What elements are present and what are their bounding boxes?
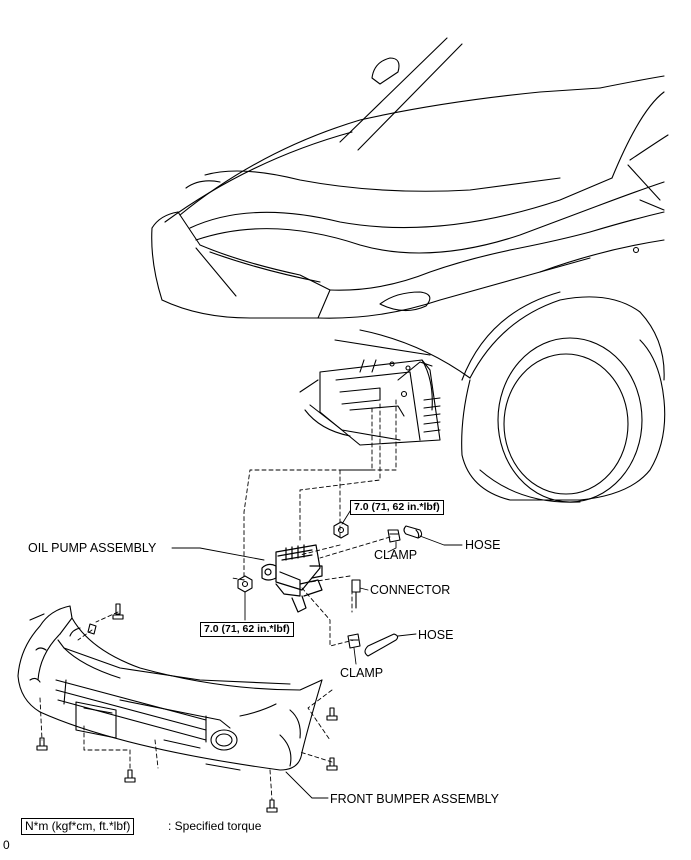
torque-lower: 7.0 (71, 62 in.*lbf) <box>200 622 294 637</box>
connector-label: CONNECTOR <box>370 583 451 597</box>
figure-id: 0 <box>3 838 10 852</box>
front-wheel <box>461 337 666 503</box>
connector-part <box>351 579 361 609</box>
clamp-upper-part <box>387 529 401 543</box>
underbody-bracket <box>299 359 441 446</box>
front-bumper <box>17 605 323 771</box>
bumper-fasteners <box>36 603 338 813</box>
torque-upper: 7.0 (71, 62 in.*lbf) <box>350 500 444 515</box>
legend-unit-box: N*m (kgf*cm, ft.*lbf) <box>21 818 135 835</box>
clamp-lower-part <box>347 633 361 649</box>
clamp-upper-label: CLAMP <box>374 548 418 562</box>
nut-upper <box>333 521 349 539</box>
leader-lines <box>171 507 463 799</box>
hose-lower-label: HOSE <box>418 628 454 642</box>
clamp-lower-label: CLAMP <box>340 666 384 680</box>
vehicle-body <box>151 37 669 381</box>
oil-pump-assembly-label: OIL PUMP ASSEMBLY <box>28 541 157 555</box>
hose-lower-part <box>364 633 399 657</box>
hose-upper-label: HOSE <box>465 538 501 552</box>
legend-description: : Specified torque <box>168 819 262 833</box>
assembly-lines <box>39 399 397 801</box>
nut-lower <box>237 575 253 593</box>
oil-pump-assembly <box>261 544 323 613</box>
hose-upper-part <box>403 525 423 539</box>
front-bumper-assembly-label: FRONT BUMPER ASSEMBLY <box>330 792 500 806</box>
